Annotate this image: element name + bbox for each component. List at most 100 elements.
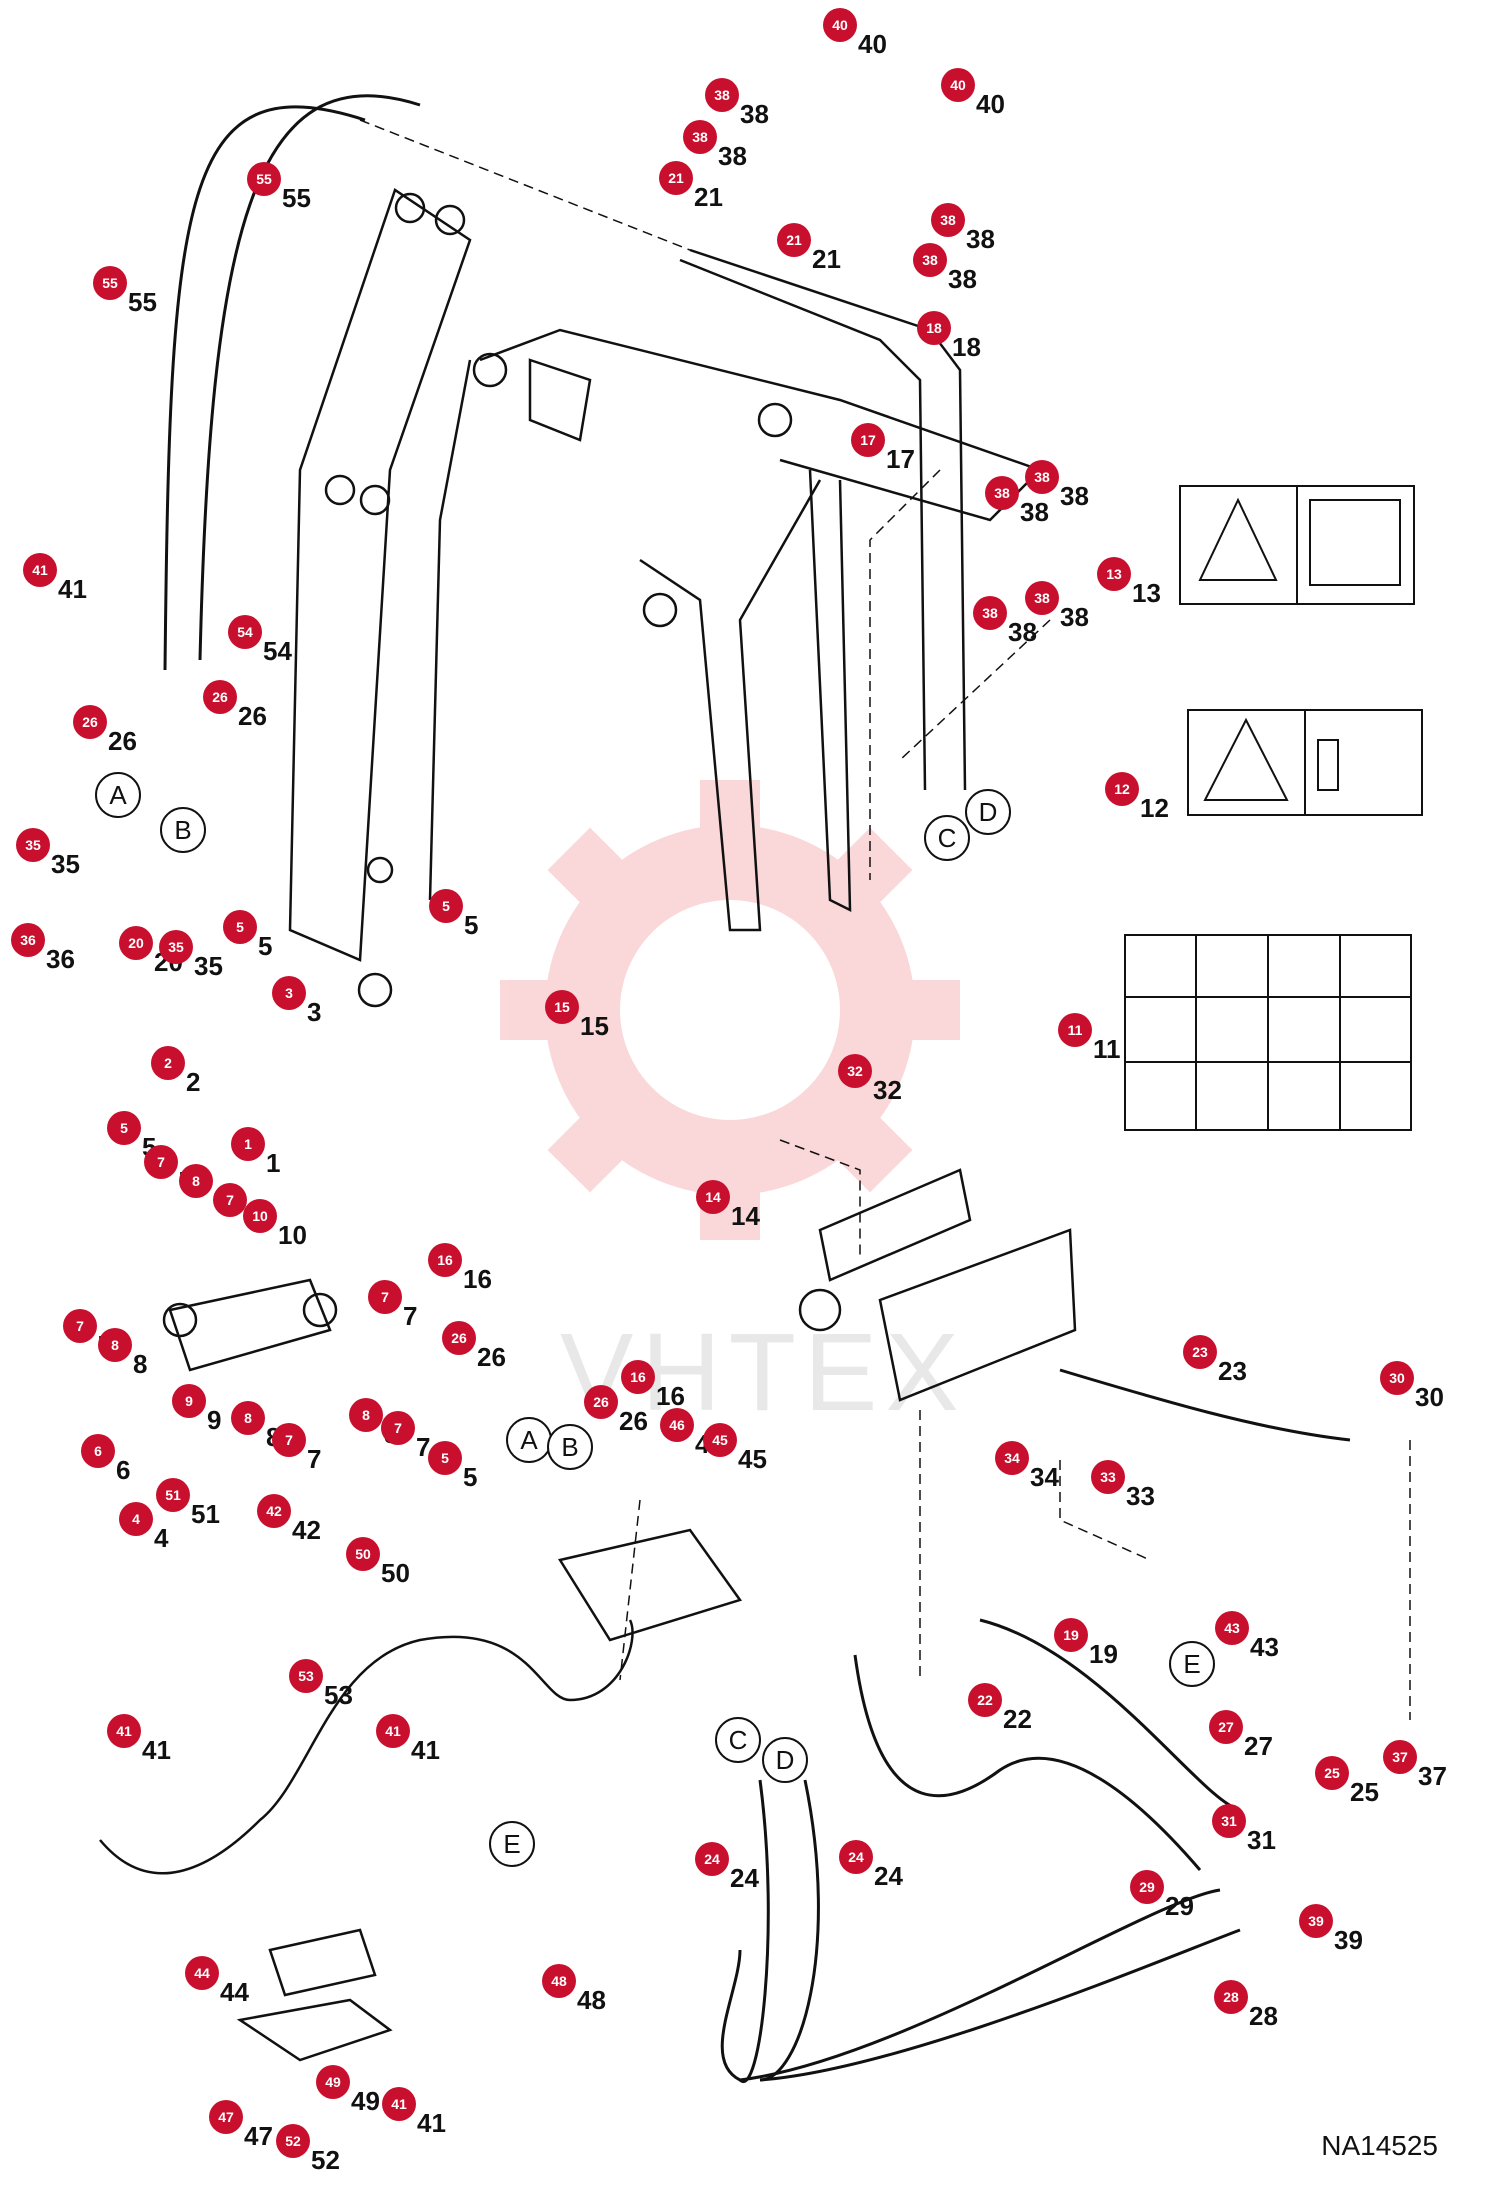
callout-marker	[349, 1398, 383, 1432]
callout-marker	[1215, 1611, 1249, 1645]
callout-marker	[823, 8, 857, 42]
callout-marker-number: 29	[1139, 1879, 1155, 1895]
callout-marker-number: 8	[244, 1410, 252, 1426]
connection-marker-b: B	[547, 1424, 593, 1470]
callout-marker-number: 55	[102, 275, 118, 291]
svg-text:D: D	[979, 797, 998, 827]
callout-marker-number: 7	[157, 1154, 165, 1170]
callout-part-number: 40	[858, 29, 887, 59]
callout-marker-number: 41	[391, 2096, 407, 2112]
callout-50: 50 50	[346, 1537, 410, 1588]
callout-marker	[179, 1164, 213, 1198]
callout-marker-number: 7	[76, 1318, 84, 1334]
hydraulic-tubes	[679, 248, 967, 791]
callout-marker	[1212, 1804, 1246, 1838]
hoses-24	[720, 1779, 1241, 2084]
callout-part-number: 2	[186, 1067, 200, 1097]
callout-marker-number: 32	[847, 1063, 863, 1079]
callout-marker-number: 39	[1308, 1913, 1324, 1929]
callout-marker-number: 14	[705, 1189, 721, 1205]
callout-marker	[107, 1714, 141, 1748]
callout-marker	[231, 1127, 265, 1161]
callout-marker-number: 15	[554, 999, 570, 1015]
callout-marker	[428, 1441, 462, 1475]
svg-text:D: D	[776, 1745, 795, 1775]
callout-marker-number: 8	[111, 1337, 119, 1353]
callout-part-number: 53	[324, 1680, 353, 1710]
hose-22	[853, 1654, 1202, 1871]
callout-marker-number: 13	[1106, 566, 1122, 582]
callout-marker-number: 17	[860, 432, 876, 448]
callout-part-number: 50	[381, 1558, 410, 1588]
callout-marker	[151, 1046, 185, 1080]
callout-marker	[381, 1411, 415, 1445]
callout-part-number: 48	[577, 1985, 606, 2015]
callout-part-number: 10	[278, 1220, 307, 1250]
callout-marker	[243, 1199, 277, 1233]
callout-part-number: 55	[282, 183, 311, 213]
callout-marker	[23, 553, 57, 587]
connection-marker-a: A	[95, 772, 141, 818]
callout-marker	[545, 990, 579, 1024]
callout-marker	[1054, 1618, 1088, 1652]
callout-marker	[659, 161, 693, 195]
callout-marker	[231, 1401, 265, 1435]
callout-marker	[119, 926, 153, 960]
callout-part-number: 12	[1140, 793, 1169, 823]
connection-marker-a: A	[506, 1417, 552, 1463]
callout-marker	[1380, 1361, 1414, 1395]
callout-marker	[703, 1423, 737, 1457]
callout-marker-number: 48	[551, 1973, 567, 1989]
hose-19	[979, 1618, 1241, 1812]
callout-marker	[621, 1360, 655, 1394]
callout-marker	[1183, 1335, 1217, 1369]
connection-marker-e: E	[1169, 1641, 1215, 1687]
callout-marker	[223, 910, 257, 944]
callout-marker	[941, 68, 975, 102]
callout-marker	[838, 1054, 872, 1088]
callout-marker	[107, 1111, 141, 1145]
callout-marker-number: 35	[25, 837, 41, 853]
callout-marker	[213, 1183, 247, 1217]
callout-part-number: 42	[292, 1515, 321, 1545]
callout-marker-number: 7	[285, 1432, 293, 1448]
callout-6: 66	[81, 1434, 130, 1485]
callout-marker	[156, 1478, 190, 1512]
callout-marker	[119, 1502, 153, 1536]
callout-part-number: 27	[1244, 1731, 1273, 1761]
callout-marker	[913, 243, 947, 277]
callout-marker	[985, 476, 1019, 510]
callout-part-number: 5	[463, 1462, 477, 1492]
callout-marker	[159, 930, 193, 964]
callout-part-number: 51	[191, 1499, 220, 1529]
callout-marker-number: 41	[116, 1723, 132, 1739]
callout-marker	[1091, 1460, 1125, 1494]
callout-marker-number: 3	[285, 985, 293, 1001]
callout-part-number: 35	[194, 951, 223, 981]
callout-part-number: 41	[411, 1735, 440, 1765]
callout-part-number: 26	[108, 726, 137, 756]
callout-marker	[660, 1408, 694, 1442]
callout-48: 48 48	[542, 1964, 606, 2015]
callout-marker-number: 20	[128, 935, 144, 951]
callout-marker-number: 23	[1192, 1344, 1208, 1360]
callout-marker-number: 24	[704, 1851, 720, 1867]
callout-marker	[968, 1683, 1002, 1717]
callout-marker	[931, 203, 965, 237]
callout-part-number: 13	[1132, 578, 1161, 608]
callout-marker-number: 50	[355, 1546, 371, 1562]
